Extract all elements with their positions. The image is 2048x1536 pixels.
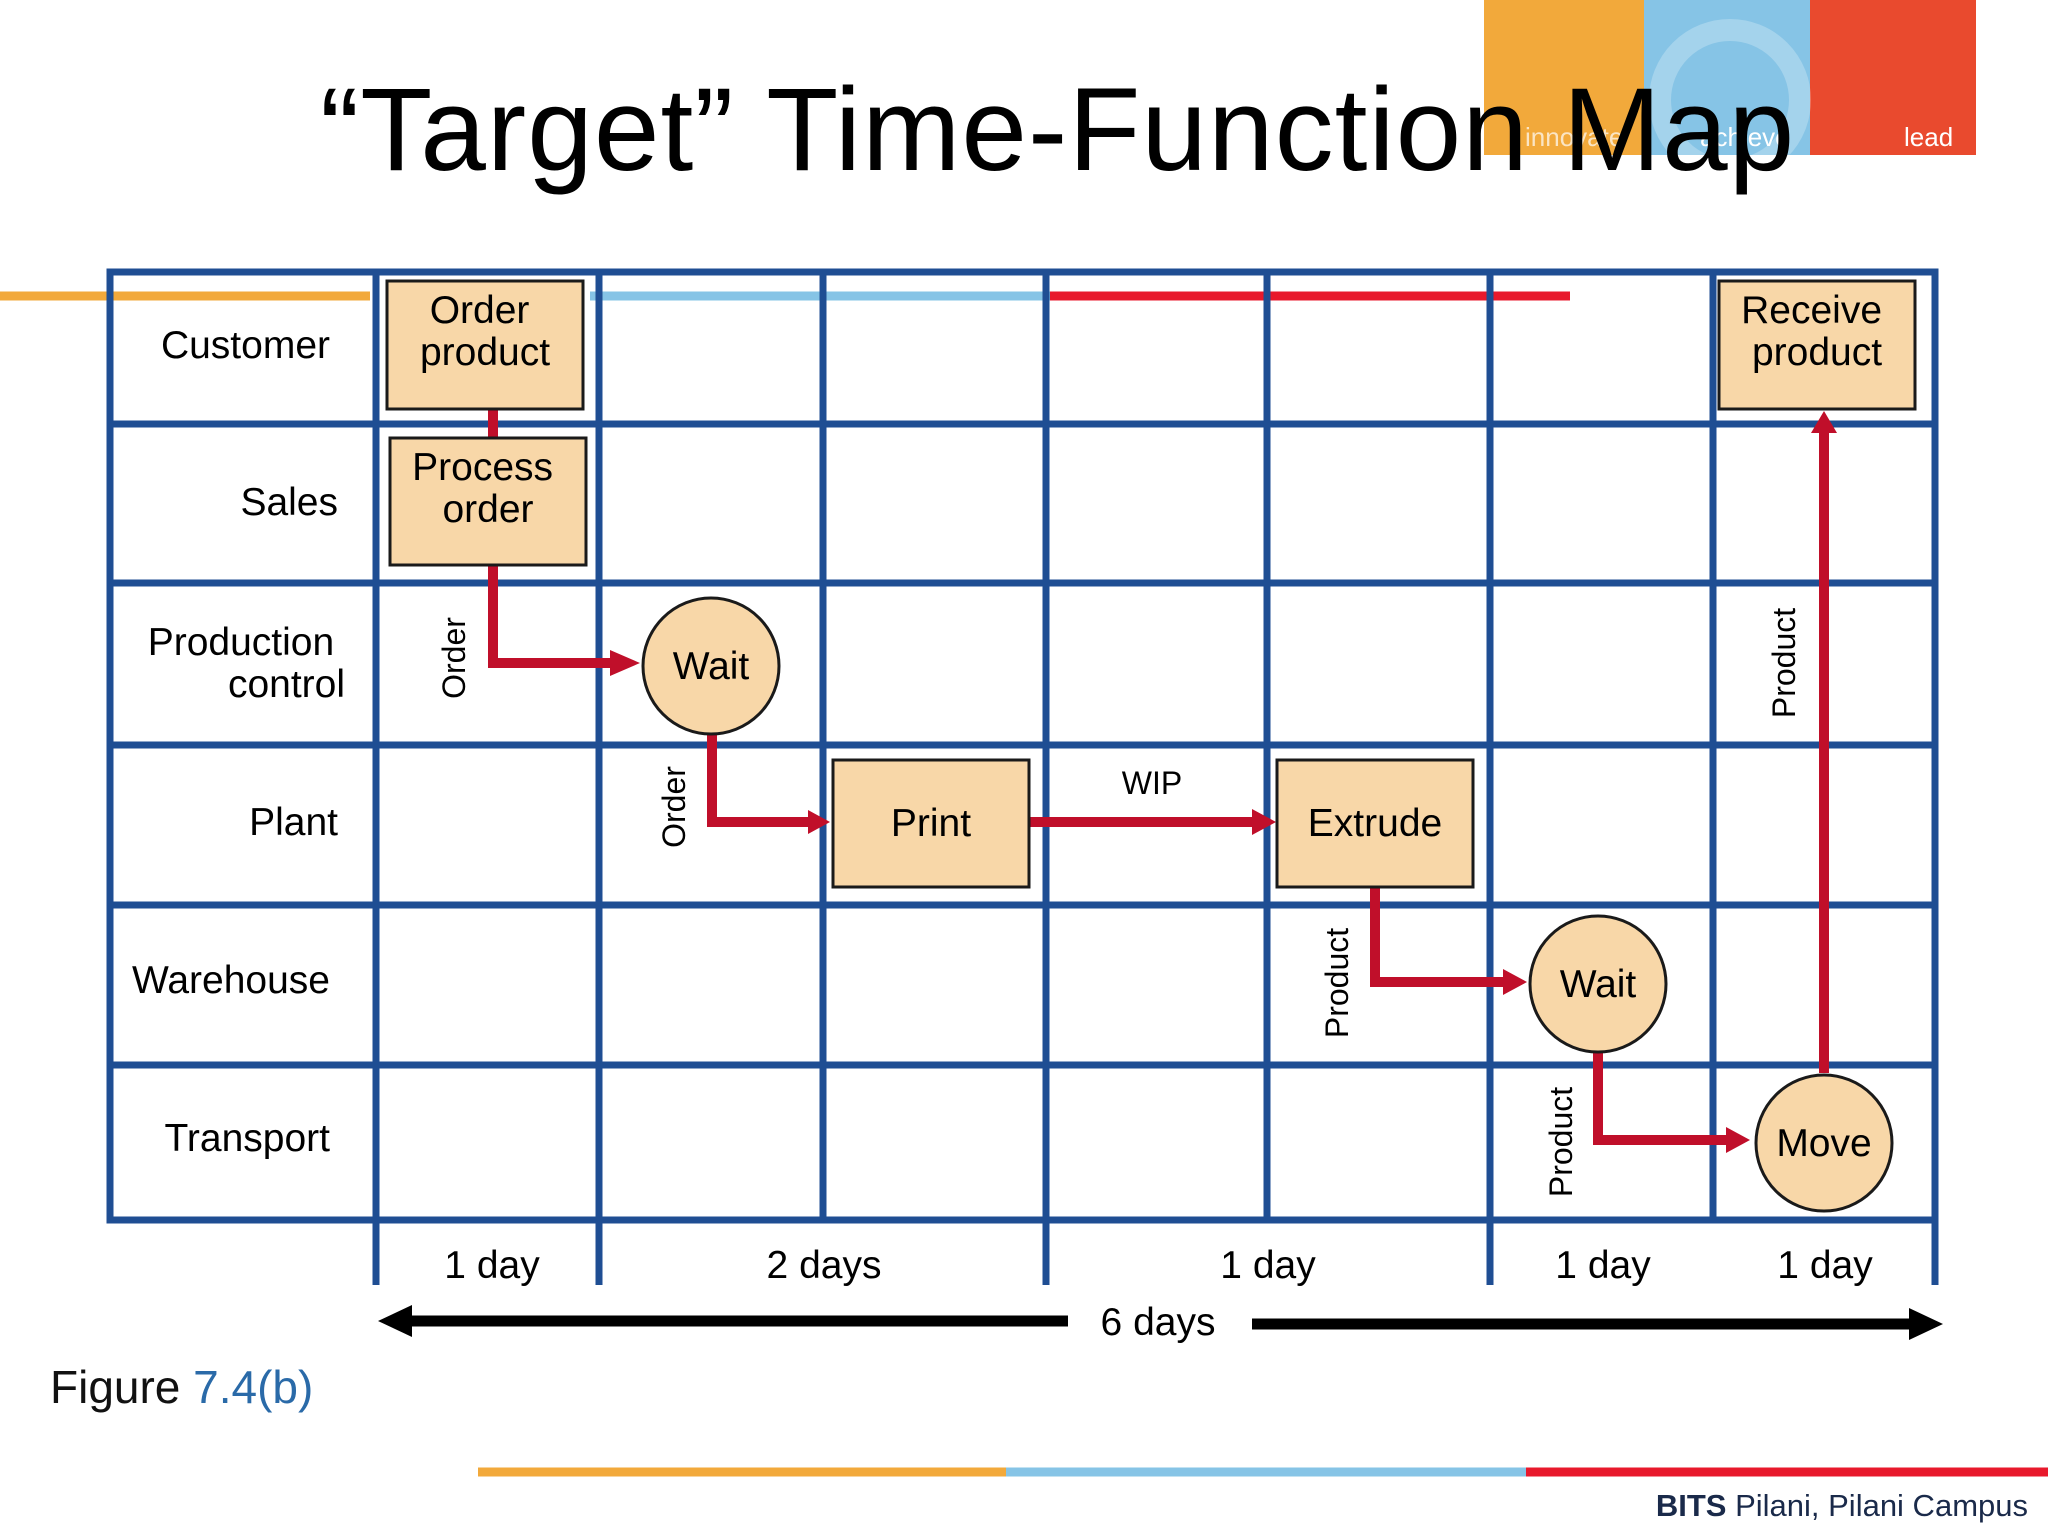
box-print bbox=[831, 758, 1031, 889]
duration-label: 2 days bbox=[767, 1244, 882, 1287]
row-label-production-control: Production control bbox=[148, 621, 345, 706]
arrowhead bbox=[610, 650, 640, 676]
row-label-customer: Customer bbox=[161, 324, 330, 367]
arrowhead bbox=[1252, 809, 1276, 835]
arrowhead bbox=[1726, 1127, 1750, 1153]
circle-wait-warehouse bbox=[1528, 914, 1668, 1054]
brand-block-red bbox=[1810, 0, 1976, 155]
total-arrow-left-head bbox=[378, 1305, 412, 1337]
flow-label-product-2: Product bbox=[1543, 1087, 1579, 1197]
node-label-receive-product: Receive product bbox=[1741, 289, 1893, 374]
node-label-order-product: Order product bbox=[420, 289, 550, 374]
circle-wait-production-control bbox=[641, 596, 781, 736]
footer-campus: BITS Pilani, Pilani Campus bbox=[1656, 1488, 2028, 1524]
arrowhead bbox=[1811, 411, 1837, 433]
circle-move bbox=[1754, 1073, 1894, 1213]
row-label-plant: Plant bbox=[249, 801, 338, 844]
connector-wait-to-move bbox=[1593, 1052, 1728, 1145]
flow-label-order-1: Order bbox=[436, 617, 472, 699]
slide-title: “Target” Time-Function Map bbox=[320, 64, 1796, 196]
duration-label: 1 day bbox=[444, 1244, 540, 1287]
box-extrude bbox=[1275, 758, 1475, 889]
flow-label-product-1: Product bbox=[1319, 928, 1355, 1038]
duration-label: 1 day bbox=[1555, 1244, 1651, 1287]
box-receive-product bbox=[1717, 279, 1917, 411]
row-label-warehouse: Warehouse bbox=[132, 959, 330, 1002]
brand-word-achieve: achieve bbox=[1700, 122, 1790, 152]
total-duration-label: 6 days bbox=[1101, 1301, 1216, 1344]
flow-label-order-2: Order bbox=[656, 766, 692, 848]
brand-word-lead: lead bbox=[1904, 122, 1953, 152]
flow-labels: Order Order WIP Product Product Product bbox=[436, 608, 1802, 1197]
connector-wait-to-print bbox=[707, 735, 810, 827]
node-label-move: Move bbox=[1776, 1122, 1871, 1165]
total-span-arrow: 6 days bbox=[378, 1301, 1943, 1344]
connector-process-to-wait bbox=[488, 565, 612, 668]
node-labels: Order product Process order Wait Print E… bbox=[412, 289, 1893, 1165]
figure-number: 7.4(b) bbox=[193, 1361, 314, 1413]
row-label-sales: Sales bbox=[240, 481, 338, 524]
arrowhead bbox=[1503, 969, 1527, 995]
flow-connectors bbox=[488, 407, 1829, 1145]
process-boxes bbox=[385, 279, 1917, 1213]
row-label-transport: Transport bbox=[165, 1117, 331, 1160]
flow-label-wip: WIP bbox=[1122, 765, 1182, 801]
brand-block-blue bbox=[1644, 0, 1810, 155]
arrowheads bbox=[610, 411, 1837, 1153]
brand-word-innovate: innovate bbox=[1525, 122, 1623, 152]
box-order-product bbox=[385, 279, 585, 411]
flow-label-product-3: Product bbox=[1766, 608, 1802, 718]
footer-rest: Pilani, Pilani Campus bbox=[1726, 1488, 2028, 1523]
figure-prefix: Figure bbox=[50, 1361, 181, 1413]
duration-label: 1 day bbox=[1220, 1244, 1316, 1287]
total-arrow-right-head bbox=[1909, 1308, 1943, 1340]
node-label-print: Print bbox=[891, 802, 971, 845]
duration-labels: 1 day 2 days 1 day 1 day 1 day bbox=[444, 1244, 1873, 1287]
node-label-extrude: Extrude bbox=[1308, 802, 1442, 845]
brand-logo: innovate achieve lead bbox=[1484, 0, 1976, 181]
figure-caption: Figure 7.4(b) bbox=[50, 1360, 313, 1414]
node-label-process-order: Process order bbox=[412, 446, 564, 531]
box-process-order bbox=[388, 436, 588, 567]
node-label-wait-pc: Wait bbox=[673, 645, 750, 688]
arrowhead bbox=[808, 810, 830, 834]
grid bbox=[106, 268, 1939, 1285]
row-labels: Customer Sales Production control Plant … bbox=[132, 324, 345, 1160]
node-label-wait-warehouse: Wait bbox=[1560, 963, 1637, 1006]
footer-bold: BITS bbox=[1655, 1488, 1727, 1523]
gear-icon bbox=[1649, 19, 1811, 181]
connector-extrude-to-wait bbox=[1370, 888, 1507, 987]
brand-block-orange bbox=[1484, 0, 1644, 155]
duration-label: 1 day bbox=[1777, 1244, 1873, 1287]
